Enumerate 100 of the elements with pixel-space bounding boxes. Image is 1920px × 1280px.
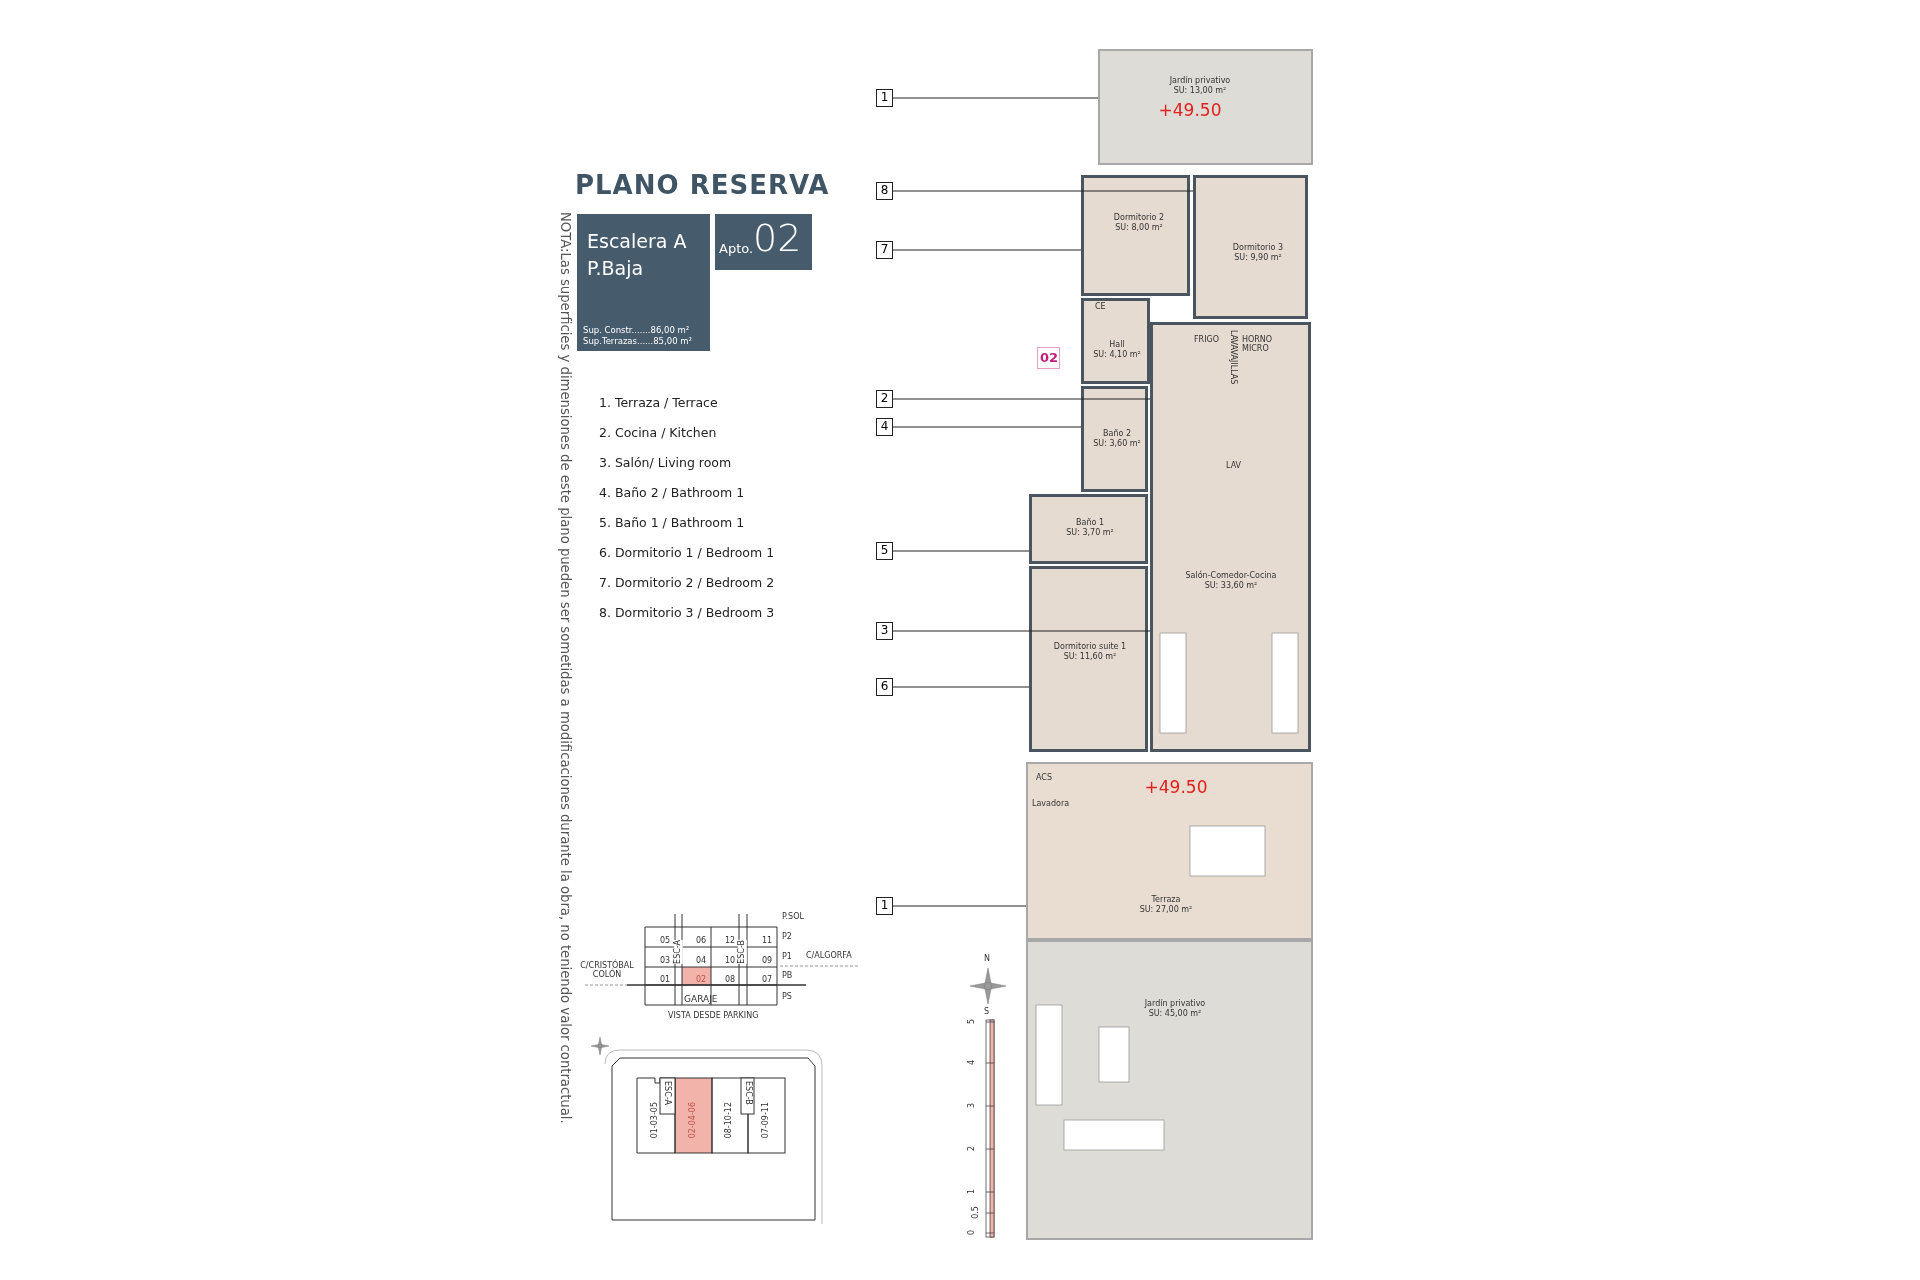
street-name: C/ALGORFA — [806, 952, 852, 961]
fixture-label: FRIGO — [1194, 336, 1219, 345]
room-area — [1029, 566, 1148, 752]
stair-label: ESC-B — [743, 1081, 752, 1105]
floor-label: P1 — [782, 953, 792, 962]
unit-number: 08-10-12 — [725, 1102, 734, 1139]
scale-number: 0.5 — [971, 1206, 981, 1219]
room-area — [1150, 322, 1311, 752]
garden-area — [1026, 940, 1313, 1240]
fixture-label: Lavadora — [1032, 800, 1070, 809]
apartment-label: Apto. — [719, 242, 754, 257]
room-label: Dormitorio suite 1 — [1053, 643, 1127, 652]
leader-line — [892, 426, 1082, 428]
leader-line — [892, 249, 1082, 251]
leader-line — [892, 398, 1151, 400]
legend-item: 5. Baño 1 / Bathroom 1 — [599, 516, 745, 530]
unit-number: 09 — [762, 957, 773, 966]
area-text: SU: 3,70 m² — [1066, 529, 1114, 538]
legend-item: 8. Dormitorio 3 / Bedroom 3 — [599, 606, 775, 620]
callout-number: 1 — [876, 89, 893, 107]
area-text: Sup.Terrazas......85,00 m² — [583, 337, 692, 347]
unit-number: 11 — [762, 937, 773, 946]
unit-number: 03 — [660, 957, 671, 966]
callout-number: 8 — [876, 182, 893, 200]
room-label: Terraza — [1151, 896, 1181, 905]
area-text: SU: 13,00 m² — [1173, 87, 1227, 96]
callout-number: 7 — [876, 241, 893, 259]
terrace-area — [1026, 762, 1313, 940]
apartment-badge — [715, 214, 812, 270]
unit-number: 07-09-11 — [762, 1102, 771, 1139]
leader-line — [892, 97, 1099, 99]
area-text: SU: 4,10 m² — [1093, 351, 1141, 360]
area-text: SU: 8,00 m² — [1115, 224, 1163, 233]
legend-item: 3. Salón/ Living room — [599, 456, 732, 470]
area-text: GARAJE — [684, 995, 718, 1005]
legend-item: 1. Terraza / Terrace — [599, 396, 718, 410]
fixture-label: CE — [1095, 303, 1106, 312]
elevation-text: +49.50 — [1158, 101, 1222, 120]
leader-line — [892, 630, 1151, 632]
scale-number: 5 — [968, 1018, 977, 1024]
room-area — [1193, 175, 1308, 319]
room-area — [1081, 298, 1150, 384]
floor-label: PB — [782, 972, 793, 981]
scale-number: 3 — [968, 1102, 977, 1108]
title: PLANO RESERVA — [575, 170, 830, 200]
callout-number: 6 — [876, 678, 893, 696]
room-label: Dormitorio 2 — [1113, 214, 1165, 223]
room-area — [1029, 494, 1148, 564]
caption-text: VISTA DESDE PARKING — [668, 1012, 759, 1021]
legend-item: 4. Baño 2 / Bathroom 1 — [599, 486, 745, 500]
garden-area — [1098, 49, 1313, 165]
unit-number: 06 — [696, 937, 707, 946]
fixture-label: LAVAVAJILLAS — [1228, 330, 1237, 385]
room-area — [1081, 175, 1190, 296]
compass-letter: N — [984, 955, 990, 964]
unit-number: 02 — [696, 976, 707, 985]
area-text: SU: 9,90 m² — [1234, 254, 1282, 263]
legend-item: 6. Dormitorio 1 / Bedroom 1 — [599, 546, 775, 560]
room-label: Baño 2 — [1103, 430, 1131, 439]
compass-letter: S — [984, 1008, 990, 1017]
room-label: Jardín privativo — [1144, 1000, 1206, 1009]
callout-number: 3 — [876, 622, 893, 640]
area-text: SU: 45,00 m² — [1148, 1010, 1202, 1019]
fixture-label: ACS — [1036, 774, 1052, 783]
callout-number: 1 — [876, 897, 893, 915]
unit-number: 04 — [696, 957, 707, 966]
leader-line — [892, 550, 1030, 552]
area-text: Sup. Constr.......86,00 m² — [583, 326, 690, 336]
fixture-label: LAV — [1226, 462, 1242, 471]
room-area — [1081, 386, 1148, 492]
unit-number: 07 — [762, 976, 773, 985]
stair-label: ESC-A — [674, 940, 683, 964]
info-panel — [577, 214, 710, 351]
room-label: Jardín privativo — [1169, 77, 1231, 86]
unit-number: 12 — [725, 937, 736, 946]
apartment-number: 02 — [1039, 351, 1059, 366]
room-label: Baño 1 — [1076, 519, 1104, 528]
scale-number: 4 — [968, 1059, 977, 1065]
unit-number: 08 — [725, 976, 736, 985]
callout-number: 5 — [876, 542, 893, 560]
elevation-text: +49.50 — [1144, 778, 1208, 797]
area-text: SU: 33,60 m² — [1204, 582, 1258, 591]
fixture-label: HORNO MICRO — [1242, 336, 1274, 354]
callout-number: 2 — [876, 390, 893, 408]
room-label: Hall — [1109, 341, 1125, 350]
panel-heading: Escalera A P.Baja — [587, 229, 687, 281]
area-text: SU: 27,00 m² — [1139, 906, 1193, 915]
legend-item: 7. Dormitorio 2 / Bedroom 2 — [599, 576, 775, 590]
legend-item: 2. Cocina / Kitchen — [599, 426, 717, 440]
area-text: SU: 11,60 m² — [1063, 653, 1117, 662]
floor-label: P.SOL — [782, 913, 804, 922]
unit-number: 05 — [660, 937, 671, 946]
scale-number: 2 — [968, 1145, 977, 1151]
room-label: Dormitorio 3 — [1232, 244, 1284, 253]
leader-line — [892, 686, 1030, 688]
callout-number: 4 — [876, 418, 893, 436]
stair-label: ESC-A — [662, 1081, 671, 1105]
unit-number: 10 — [725, 957, 736, 966]
unit-number: 01-03-05 — [651, 1102, 660, 1139]
stair-label: ESC-B — [738, 940, 747, 964]
